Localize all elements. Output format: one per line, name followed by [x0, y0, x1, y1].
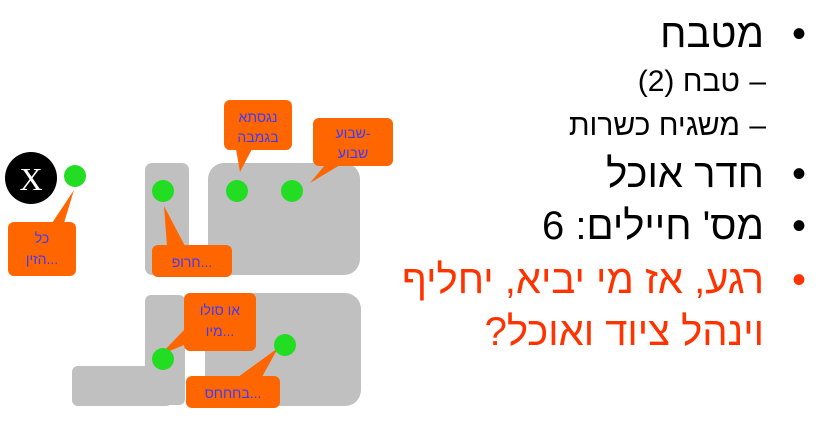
bullet-dining-room: • חדר אוכל	[402, 148, 806, 200]
callout-haruf-text: חרופ...	[172, 254, 213, 270]
callout-kol-hazin-line2: הזין...	[26, 251, 58, 267]
person-dot	[152, 180, 174, 202]
callout-shavua-line1: שבוע-	[335, 125, 370, 141]
person-dot	[64, 165, 86, 187]
callout-o-solo-line1: או סולו	[200, 302, 240, 318]
callout-bahhahs: בחחחס...	[186, 348, 280, 408]
bullet-text: מטבח	[660, 12, 764, 56]
callout-kol-hazin-line1: כל	[35, 230, 50, 246]
bullet-dot: •	[791, 12, 806, 56]
callout-nagasta-line2: בגמבה	[237, 129, 278, 145]
bullet-question-line1: רגע, אז מי יביא, יחליף	[401, 258, 764, 302]
bullet-question-line2: וינהל ציוד ואוכל?	[484, 310, 764, 354]
callout-o-solo-line2: מיו...	[206, 323, 235, 339]
callout-bahhahs-text: בחחחס...	[205, 385, 262, 401]
room-bottom-left	[72, 366, 172, 406]
callout-kol-hazin: כל הזין...	[8, 190, 76, 276]
bullet-soldiers-count: • מס' חיילים: 6	[402, 200, 806, 252]
bullet-dot: •	[791, 152, 806, 196]
callout-nagasta: נגסתא בגמבה	[224, 100, 292, 172]
bullet-list: • מטבח – טבח (2) – משגיח כשרות • חדר אוכ…	[402, 8, 806, 358]
person-dot	[226, 180, 248, 202]
callout-shavua-line2: שבוע	[338, 145, 368, 161]
bullet-kitchen: • מטבח	[402, 8, 806, 60]
bullet-dot: •	[791, 204, 806, 248]
callout-haruf: חרופ...	[152, 206, 232, 277]
person-dot	[152, 348, 174, 370]
bullet-text: מס' חיילים: 6	[542, 204, 764, 248]
kitchen-diagram: X כל הזין... נגסתא בגמבה שבוע- שבוע חרופ…	[5, 100, 393, 408]
callout-nagasta-line1: נגסתא	[239, 109, 278, 125]
person-dot	[274, 334, 296, 356]
x-circle	[5, 152, 57, 204]
bullet-question: • רגע, אז מי יביא, יחליף וינהל ציוד ואוכ…	[402, 254, 806, 358]
bullet-text: חדר אוכל	[606, 152, 764, 196]
bullet-text: משגיח כשרות	[568, 109, 740, 142]
callout-shavua: שבוע- שבוע	[310, 118, 393, 183]
subbullet-kashrut: – משגיח כשרות	[402, 104, 806, 148]
bullet-dot: •	[791, 258, 806, 302]
bullet-text: טבח (2)	[637, 65, 740, 98]
sub-dash: –	[749, 109, 766, 142]
x-label: X	[19, 161, 42, 197]
sub-dash: –	[749, 65, 766, 98]
subbullet-cook: – טבח (2)	[402, 60, 806, 104]
person-dot	[281, 180, 303, 202]
